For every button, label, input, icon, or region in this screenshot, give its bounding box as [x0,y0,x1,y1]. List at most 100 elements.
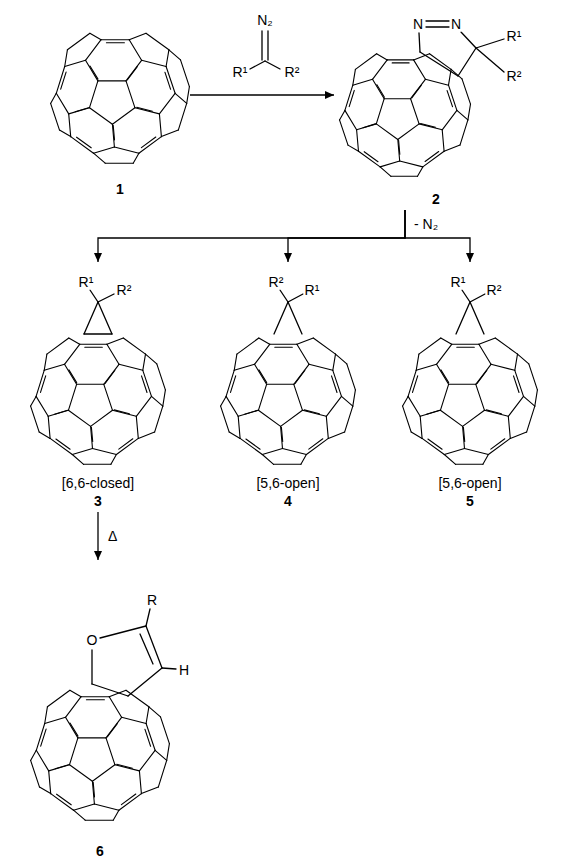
cage-bond [529,364,538,390]
cage-bond [255,344,270,364]
cage-bond [45,717,66,723]
cage-bond [139,750,155,771]
cage-double-bond [231,376,236,393]
atom-label: O [86,633,99,648]
cage-bond [326,416,328,438]
methano-bridge-open [456,290,485,334]
cage-bond [462,79,471,104]
cage-bond [353,69,356,85]
cage-bond [48,410,68,416]
cage-bond [476,384,485,410]
cage-double-bond [364,152,378,162]
bond [91,650,92,684]
cage-bond [119,364,143,370]
cage-bond [92,781,94,804]
cage-bond [442,110,457,129]
cage-double-bond [117,764,133,768]
bond [265,61,280,69]
cage-bond [126,60,142,81]
cage-bond [81,696,109,697]
cage-bond [60,130,71,137]
cage-bond [155,406,163,432]
cage-double-bond [281,427,282,441]
cage-double-bond [441,370,449,383]
compound: 1 [50,20,190,200]
cage-double-bond [141,137,155,148]
atom-label: H [178,663,190,678]
double-bond [261,31,262,60]
dihydrofuran-ring [92,609,176,696]
cage-bond [158,760,166,787]
cage-bond [476,364,491,384]
cage-bond [129,40,141,61]
cage-bond [136,416,138,438]
cage-bond [465,449,489,455]
arrow-line [288,210,405,262]
cage-bond [93,449,117,455]
cage-bond [44,354,47,370]
bond [288,294,303,302]
cage-bond [45,707,48,724]
atom-label: N [412,17,424,32]
cage-bond [133,153,139,163]
cage-bond [444,145,460,151]
cage-bond [91,410,113,426]
cage-bond [441,338,452,344]
cage-bond [262,449,282,455]
arrowhead [325,91,334,99]
cage-bond [380,167,391,176]
cage-bond [452,344,479,345]
atom-label: R¹ [78,275,95,290]
cage-double-bond [57,794,72,805]
cage-bond [468,104,471,120]
cage-bond [342,396,353,406]
cage-bond [485,410,509,416]
cage-bond [411,79,426,98]
cage-bond [39,432,50,438]
cage-bond [74,810,86,820]
cage-bond [425,79,448,85]
cage-bond [340,120,349,145]
cage-double-bond [399,140,400,154]
cage-bond [340,110,345,120]
arrowhead [94,551,102,560]
atom-label: N [450,17,462,32]
cage-bond [301,455,307,465]
cage-bond [31,396,36,406]
cage-bond [270,344,297,345]
cage-double-bond [377,85,385,98]
cage-bond [258,410,280,426]
cage-double-bond [85,347,103,348]
cage-bond [149,707,161,717]
cage-bond [114,147,138,153]
cage-bond [524,396,535,406]
cage-double-bond [421,124,436,128]
reaction-condition: - N₂ [412,216,440,232]
cage-bond [69,108,90,114]
double-bond [140,634,153,664]
cage-double-bond [413,376,418,393]
cage-bond [418,167,423,176]
cage-bond [355,54,376,70]
reaction-arrow [94,210,405,262]
cage-bond [420,410,440,416]
bond [470,294,485,302]
cage-bond [240,438,262,454]
bond [98,294,114,302]
arrowhead [466,253,474,262]
cage-bond [123,338,145,354]
double-bond [426,20,449,21]
isomer-descriptor: [5,6-open] [256,474,319,492]
cage-double-bond [137,107,153,111]
cage-bond [221,396,227,406]
cage-bond [51,103,60,130]
cage-double-bond [75,108,88,112]
cage-double-bond [142,376,148,393]
atom-label: R² [268,275,285,290]
cage-double-bond [61,72,66,89]
cage-bond [281,410,303,426]
atom-label: R [146,593,158,608]
cage-bond [155,750,167,760]
bond [146,609,150,626]
